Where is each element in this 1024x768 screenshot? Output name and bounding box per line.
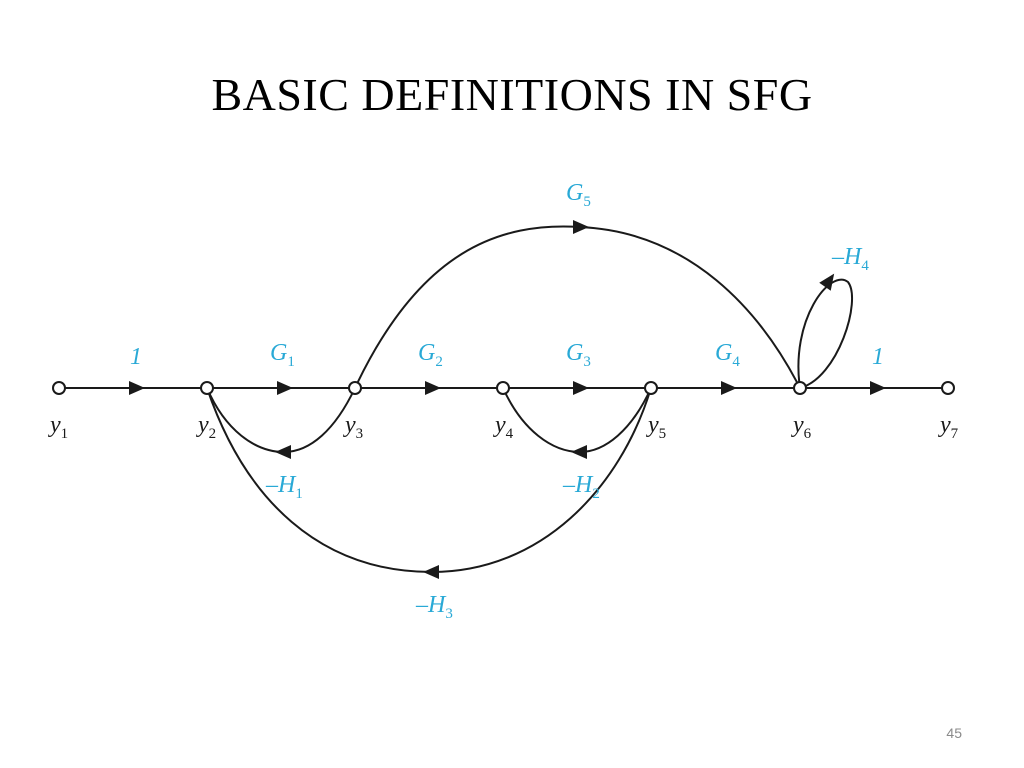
node-y5 [644, 381, 658, 395]
gain-label-y6-y7: 1 [872, 344, 884, 370]
arrowhead-y3-y2 [275, 445, 291, 459]
gain-label-y5-y2: –H3 [415, 592, 453, 622]
gain-label-y5-y6: G4 [715, 340, 740, 370]
arrowhead-y5-y4 [571, 445, 587, 459]
page-number: 45 [946, 725, 962, 741]
node-label-y2: y2 [196, 412, 216, 442]
arrowhead-y1-y2 [129, 381, 145, 395]
node-y6 [793, 381, 807, 395]
arrowhead-y3-y4 [425, 381, 441, 395]
gain-label-y3-y4: G2 [418, 340, 443, 370]
node-y7 [941, 381, 955, 395]
nodes-layer [52, 381, 955, 395]
node-y4 [496, 381, 510, 395]
arrowhead-y6-y6 [819, 273, 835, 291]
branches-layer [59, 225, 948, 574]
branch-y6-y6 [797, 278, 853, 389]
arrowheads-layer [129, 220, 886, 579]
labels-layer: 1 G1 G2 G3 G4 1 G5 –H1 –H2 –H3 –H4 y1 y2 y3 y4 y5 y6 y7 [48, 180, 959, 622]
gain-label-y1-y2: 1 [130, 344, 142, 370]
arrowhead-y4-y5 [573, 381, 589, 395]
node-label-y4: y4 [493, 412, 514, 442]
arrowhead-y5-y2 [423, 565, 439, 579]
arrowhead-y6-y7 [870, 381, 886, 395]
node-label-y7: y7 [938, 412, 959, 442]
gain-label-y3-y6: G5 [566, 180, 591, 210]
node-y3 [348, 381, 362, 395]
node-label-y1: y1 [48, 412, 68, 442]
arrowhead-y3-y6 [573, 220, 589, 234]
node-label-y5: y5 [646, 412, 666, 442]
gain-label-y4-y5: G3 [566, 340, 591, 370]
gain-label-y2-y3: G1 [270, 340, 295, 370]
node-y2 [200, 381, 214, 395]
arrowhead-y5-y6 [721, 381, 737, 395]
slide-title: BASIC DEFINITIONS IN SFG [211, 69, 813, 120]
node-label-y6: y6 [791, 412, 812, 442]
node-label-y3: y3 [343, 412, 363, 442]
gain-label-y5-y4: –H2 [562, 472, 600, 502]
gain-label-y3-y2: –H1 [265, 472, 303, 502]
gain-label-y6-y6: –H4 [831, 244, 869, 274]
arrowhead-y2-y3 [277, 381, 293, 395]
node-y1 [52, 381, 66, 395]
